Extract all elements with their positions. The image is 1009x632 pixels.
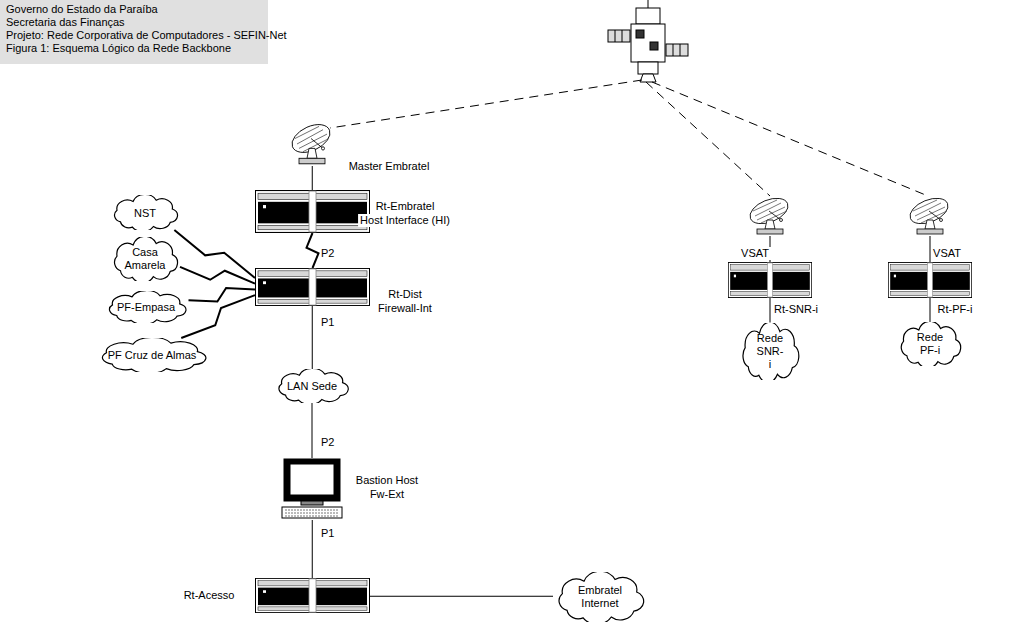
computer-icon xyxy=(281,458,343,520)
link-line xyxy=(770,298,771,323)
device-label: Rt-Acesso xyxy=(182,589,237,602)
dish-antenna-icon xyxy=(287,122,337,166)
device-label: Rt-PF-i xyxy=(936,303,975,316)
port-label: P1 xyxy=(320,527,335,540)
host-node: Bastion HostFw-Ext xyxy=(281,458,343,520)
device-label: VSAT xyxy=(739,247,771,260)
title-block: Governo do Estado da ParaíbaSecretaria d… xyxy=(0,0,268,64)
satellite-link xyxy=(330,80,928,196)
device-label: Rt-Dist xyxy=(386,288,424,301)
router-node: Rt-PF-i xyxy=(888,262,972,298)
cloud-label: PF Cruz de Almas xyxy=(108,349,197,362)
title-line: Projeto: Rede Corporativa de Computadore… xyxy=(6,29,287,42)
cloud-label: Rede PF-i xyxy=(917,331,943,357)
cloud-label: NST xyxy=(134,206,156,219)
cloud-node: Rede PF-i xyxy=(897,322,963,366)
cloud-node: Rede SNR-i xyxy=(739,323,801,380)
link-line xyxy=(370,596,553,597)
antenna-node: VSAT xyxy=(745,196,795,236)
port-label: P2 xyxy=(320,436,335,449)
device-label: Fw-Ext xyxy=(368,488,406,501)
device-label: Firewall-Int xyxy=(376,302,434,315)
device-label: VSAT xyxy=(931,247,963,260)
antenna-node: VSAT xyxy=(905,196,955,236)
title-line: Secretaria das Finanças xyxy=(6,16,125,29)
device-label: Host Interface (HI) xyxy=(358,214,452,227)
cloud-label: Casa Amarela xyxy=(125,246,166,272)
device-label: Rt-SNR-i xyxy=(772,303,820,316)
device-label: Rt-Embratel xyxy=(374,200,437,213)
link-line xyxy=(312,166,313,190)
title-line: Figura 1: Esquema Lógico da Rede Backbon… xyxy=(6,42,231,55)
router-node: Rt-Acesso xyxy=(255,578,370,613)
router-icon xyxy=(255,190,370,233)
router-icon xyxy=(728,262,812,298)
cloud-node: Embratel Internet xyxy=(553,572,647,622)
router-node: Rt-EmbratelHost Interface (HI) xyxy=(255,190,370,233)
antenna-node: Master Embratel xyxy=(287,122,337,166)
port-label: P2 xyxy=(320,247,335,260)
cloud-node: Casa Amarela xyxy=(110,237,180,281)
satellite-icon xyxy=(608,0,688,82)
cloud-label: Rede SNR-i xyxy=(757,332,784,371)
device-label: Master Embratel xyxy=(347,160,432,173)
router-icon xyxy=(255,268,370,306)
cloud-label: LAN Sede xyxy=(287,380,337,393)
cloud-label: PF-Empasa xyxy=(117,301,175,314)
dish-antenna-icon xyxy=(745,196,795,236)
lightning-link xyxy=(180,267,255,284)
cloud-node: NST xyxy=(110,195,180,230)
link-line xyxy=(930,298,931,322)
router-node: Rt-DistFirewall-Int xyxy=(255,268,370,306)
lightning-link xyxy=(174,230,255,278)
cloud-node: LAN Sede xyxy=(274,369,351,403)
link-line xyxy=(312,403,313,458)
router-icon xyxy=(888,262,972,298)
cloud-node: PF Cruz de Almas xyxy=(95,338,210,372)
title-text: Governo do Estado da Paraíba xyxy=(6,3,158,16)
lightning-link xyxy=(181,295,255,338)
device-label: Bastion Host xyxy=(354,474,420,487)
link-line xyxy=(312,520,313,578)
port-label: P1 xyxy=(320,316,335,329)
lightning-link xyxy=(307,233,319,268)
router-node: Rt-SNR-i xyxy=(728,262,812,298)
dish-antenna-icon xyxy=(905,196,955,236)
cloud-node: PF-Empasa xyxy=(104,291,189,323)
link-line xyxy=(312,306,313,369)
router-icon xyxy=(255,578,370,613)
cloud-label: Embratel Internet xyxy=(578,584,622,610)
